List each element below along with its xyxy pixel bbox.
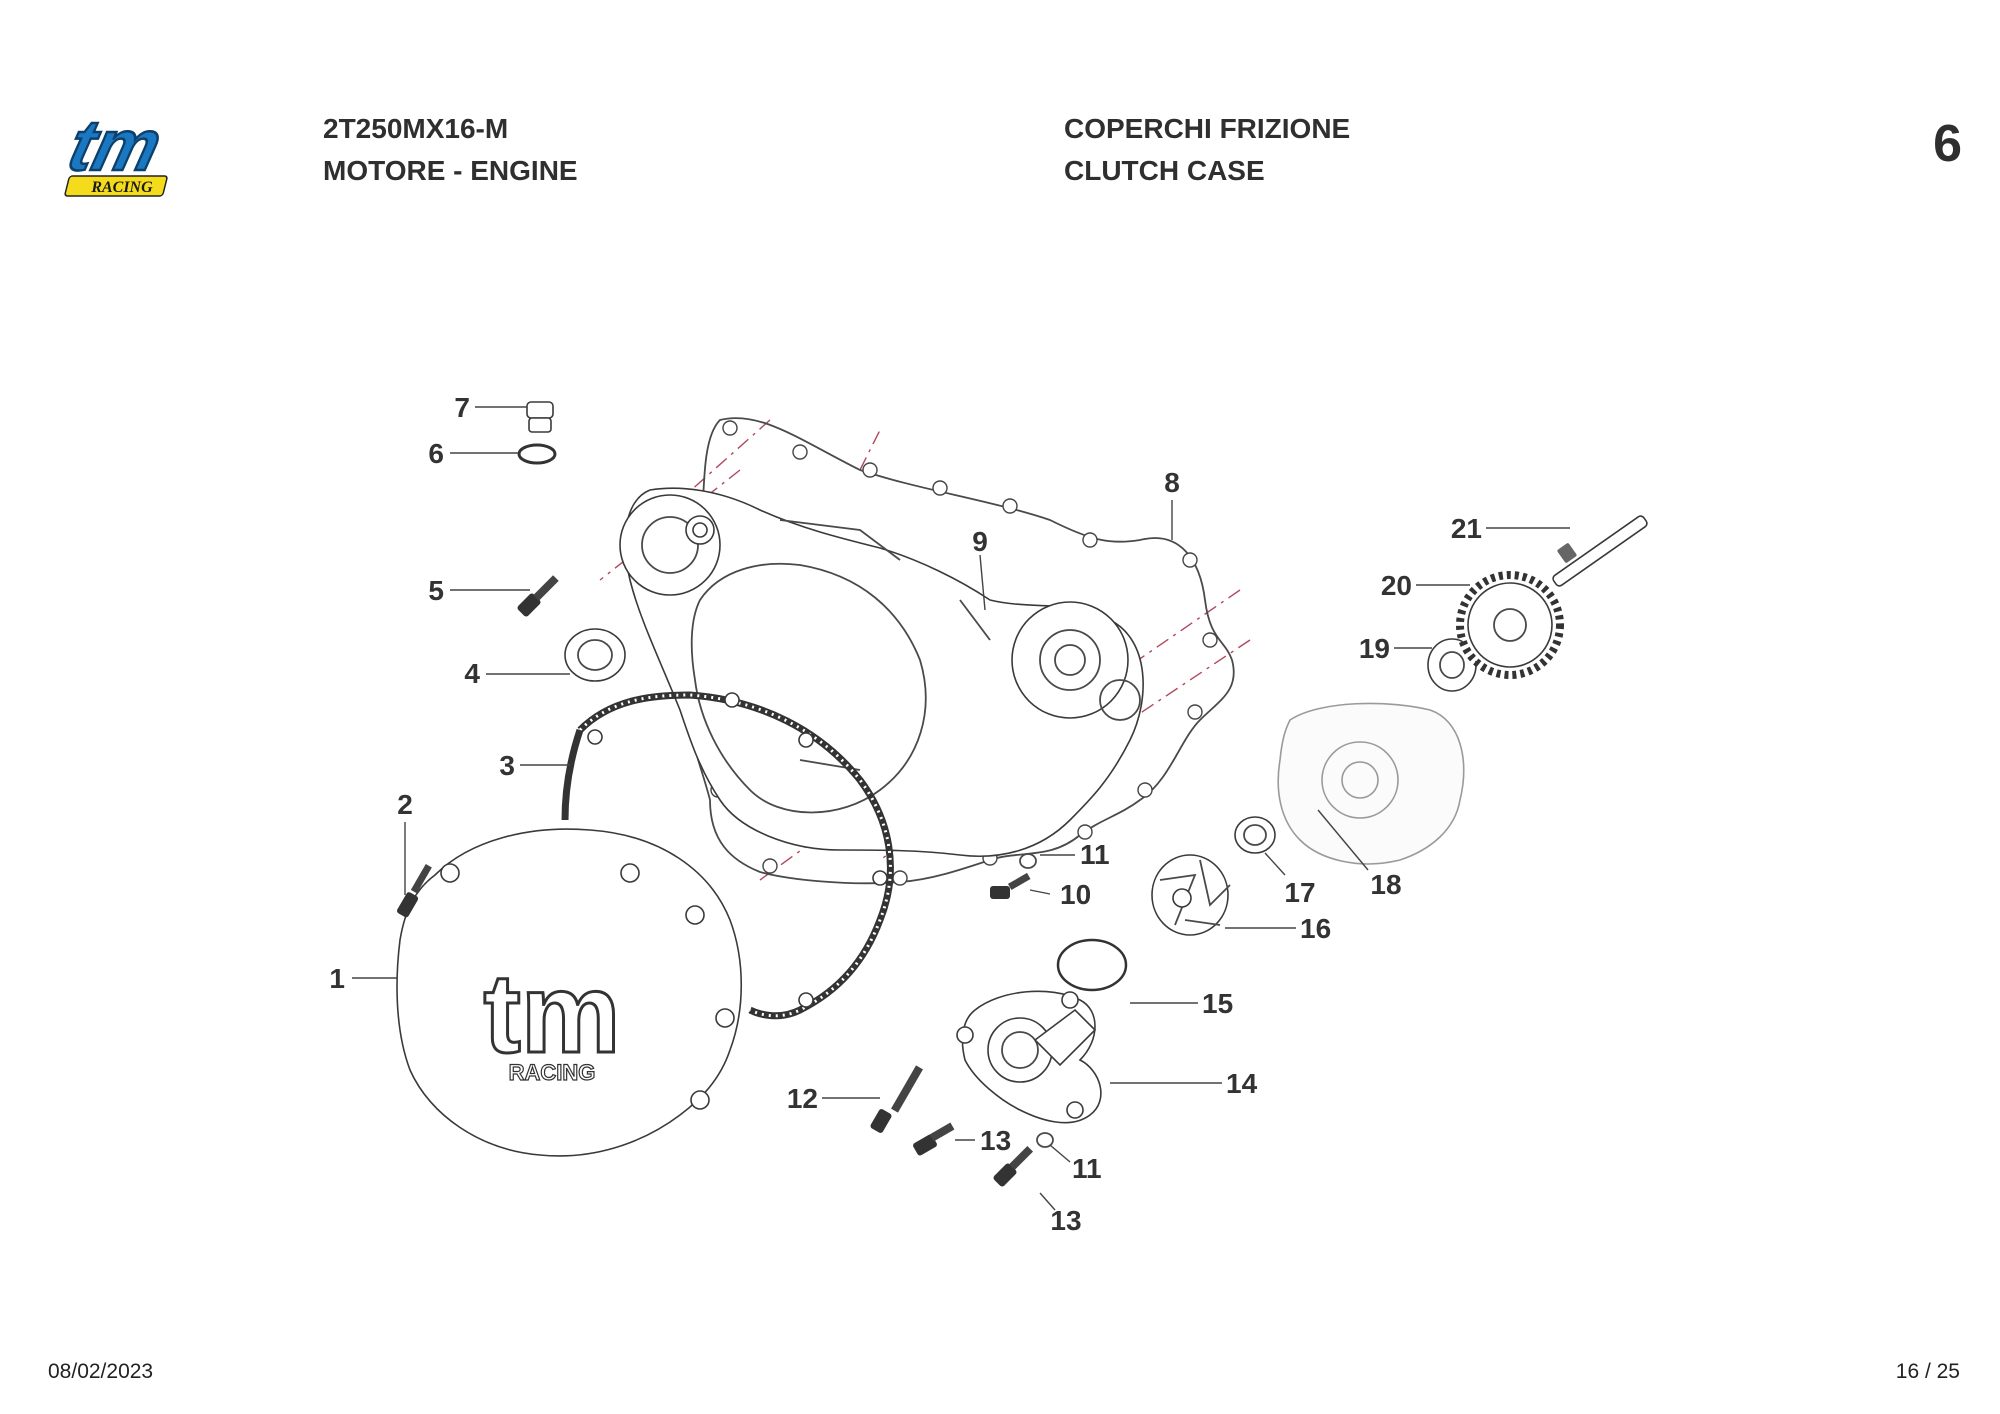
callout-6: 6 bbox=[428, 438, 444, 469]
callout-12: 12 bbox=[787, 1083, 818, 1114]
model-code: 2T250MX16-M bbox=[323, 113, 509, 144]
callout-10: 10 bbox=[1060, 879, 1091, 910]
callout-5: 5 bbox=[428, 575, 444, 606]
part-15-o-ring bbox=[1056, 938, 1128, 992]
callout-11-upper: 11 bbox=[1080, 839, 1110, 870]
callout-17: 17 bbox=[1284, 877, 1315, 908]
logo-wordmark: tm bbox=[61, 118, 169, 186]
clutch-inner-case bbox=[619, 487, 1144, 858]
callout-leader-lines bbox=[352, 406, 1570, 1211]
part-21-pump-shaft bbox=[1552, 515, 1648, 587]
callout-15: 15 bbox=[1202, 988, 1233, 1019]
callout-19: 19 bbox=[1359, 633, 1390, 664]
part-13-bolt-lower bbox=[993, 1145, 1034, 1187]
part-11-washer-lower bbox=[1036, 1132, 1054, 1148]
section-title-italian: COPERCHI FRIZIONE bbox=[1064, 113, 1351, 144]
part-4-oil-seal bbox=[564, 628, 626, 682]
footer-date: 08/02/2023 bbox=[48, 1360, 154, 1383]
part-16-impeller bbox=[1151, 854, 1231, 936]
callout-3: 3 bbox=[499, 750, 515, 781]
clutch-cover-gasket bbox=[561, 691, 894, 1020]
callout-16: 16 bbox=[1300, 913, 1331, 944]
logo-tagline: RACING bbox=[90, 179, 153, 196]
cover-tm-emblem: tm bbox=[484, 951, 621, 1076]
part-6-o-ring bbox=[517, 443, 557, 465]
callout-4: 4 bbox=[464, 658, 480, 689]
part-14-water-pump-cover bbox=[956, 990, 1102, 1124]
callout-8: 8 bbox=[1164, 467, 1180, 498]
part-7-oil-plug bbox=[526, 401, 554, 433]
part-13-bolt-upper bbox=[913, 1122, 955, 1156]
part-2-bolt bbox=[397, 863, 432, 918]
table-number: 6 bbox=[1933, 115, 1962, 173]
callout-9: 9 bbox=[972, 526, 988, 557]
clutch-cover: tm RACING bbox=[396, 828, 743, 1157]
callout-20: 20 bbox=[1381, 570, 1412, 601]
callout-11-lower: 11 bbox=[1072, 1153, 1102, 1184]
part-17-oil-seal bbox=[1234, 816, 1276, 854]
callout-14: 14 bbox=[1226, 1068, 1258, 1099]
callout-21: 21 bbox=[1451, 513, 1482, 544]
callout-13-upper: 13 bbox=[980, 1125, 1011, 1156]
part-5-bolt bbox=[517, 575, 559, 617]
group-title: MOTORE - ENGINE bbox=[323, 155, 578, 186]
callout-7: 7 bbox=[454, 392, 470, 423]
callout-1: 1 bbox=[329, 963, 345, 994]
part-10-bolt bbox=[990, 872, 1031, 899]
cover-racing-emblem: RACING bbox=[509, 1060, 596, 1085]
footer-page-number: 16 / 25 bbox=[1895, 1360, 1960, 1383]
section-title-english: CLUTCH CASE bbox=[1064, 155, 1265, 186]
callout-labels: 1 2 3 4 5 6 7 8 9 10 11 11 12 13 13 14 1… bbox=[329, 392, 1482, 1236]
callout-2: 2 bbox=[397, 789, 413, 820]
part-11-washer-upper bbox=[1019, 853, 1037, 869]
part-20-pump-gear bbox=[1456, 571, 1564, 679]
callout-18: 18 bbox=[1370, 869, 1401, 900]
callout-13-lower: 13 bbox=[1050, 1205, 1081, 1236]
tm-racing-logo: tm RACING bbox=[60, 118, 170, 197]
part-12-long-bolt bbox=[870, 1065, 923, 1133]
water-pump-housing-ghost bbox=[1277, 702, 1465, 865]
